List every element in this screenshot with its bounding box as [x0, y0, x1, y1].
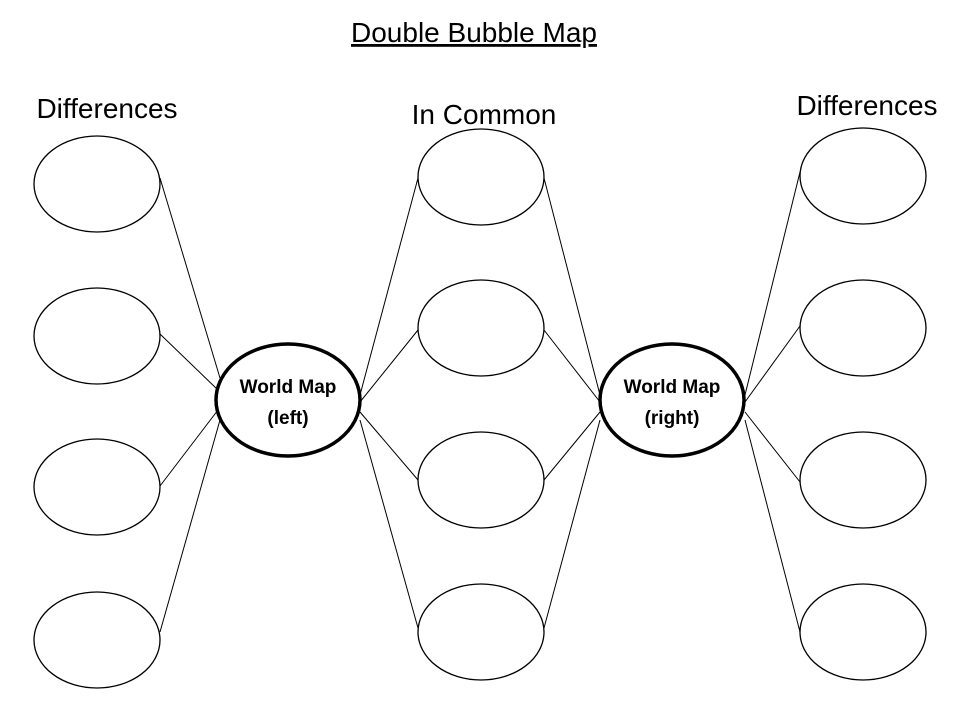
connector-right-common-4 [543, 419, 601, 629]
left-common-connectors [359, 177, 419, 629]
connector-left-common-3 [359, 411, 419, 481]
right-common-connectors [543, 177, 601, 629]
right-difference-bubble-4[interactable] [799, 583, 927, 681]
heading-in-common: In Common [412, 99, 557, 130]
left-difference-connectors [159, 177, 221, 633]
left-difference-bubble-3[interactable] [33, 438, 161, 536]
center-topic-left-line1: World Map [240, 377, 337, 398]
connector-right-common-1 [543, 177, 601, 396]
connector-right-diff-1 [744, 171, 801, 396]
left-difference-bubble-4[interactable] [33, 591, 161, 689]
connector-right-diff-3 [744, 411, 801, 483]
right-difference-bubble-2[interactable] [799, 279, 927, 377]
left-difference-bubble-1[interactable] [33, 135, 161, 233]
connector-left-diff-1 [159, 177, 221, 379]
heading-right-differences: Differences [796, 90, 937, 121]
connector-right-common-3 [543, 411, 601, 481]
common-bubble-2[interactable] [417, 279, 545, 377]
right-differences-bubbles [799, 127, 927, 681]
connector-left-common-2 [359, 329, 419, 403]
common-bubble-3[interactable] [417, 431, 545, 529]
center-topic-right[interactable]: World Map (right) [598, 342, 746, 458]
center-topic-right-bubble[interactable] [598, 342, 746, 458]
connector-left-diff-3 [159, 409, 219, 487]
center-topic-right-line2: (right) [645, 408, 700, 429]
common-bubble-1[interactable] [417, 128, 545, 226]
connector-right-diff-2 [744, 325, 801, 403]
center-topic-right-line1: World Map [624, 377, 721, 398]
connector-left-diff-4 [159, 419, 221, 633]
heading-left-differences: Differences [36, 93, 177, 124]
common-bubble-4[interactable] [417, 583, 545, 681]
center-topic-left[interactable]: World Map (left) [214, 342, 362, 458]
left-differences-bubbles [33, 135, 161, 689]
common-bubbles [417, 128, 545, 681]
connector-left-common-4 [359, 419, 419, 629]
right-difference-connectors [744, 171, 801, 633]
left-difference-bubble-2[interactable] [33, 287, 161, 385]
connector-left-diff-2 [159, 333, 219, 391]
page-title: Double Bubble Map [351, 17, 597, 48]
center-topic-left-line2: (left) [267, 408, 308, 429]
connector-left-common-1 [359, 177, 419, 396]
right-difference-bubble-3[interactable] [799, 431, 927, 529]
connector-right-common-2 [543, 329, 601, 403]
right-difference-bubble-1[interactable] [799, 127, 927, 225]
center-topic-left-bubble[interactable] [214, 342, 362, 458]
connector-right-diff-4 [744, 419, 801, 633]
